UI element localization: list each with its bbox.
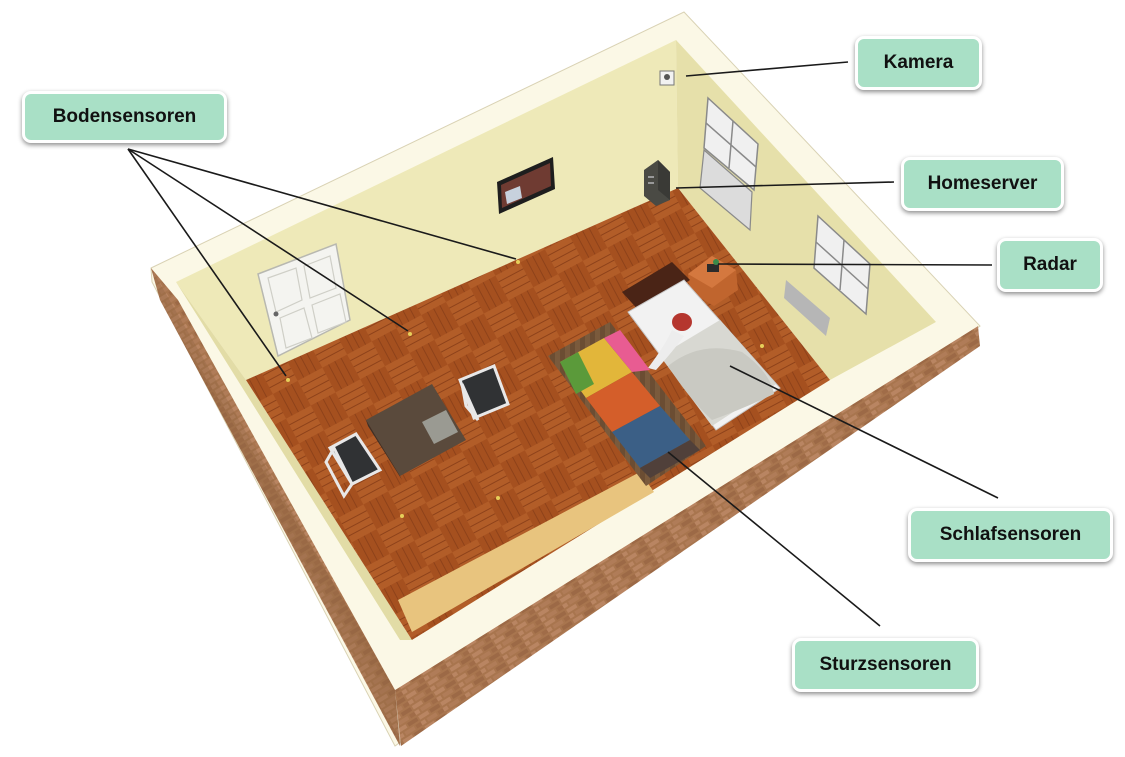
brick-wall-left-shade <box>151 268 401 746</box>
floor-edge-strip <box>398 472 654 632</box>
floor-sensor-dot <box>496 496 500 500</box>
leader-lines <box>127 61 999 627</box>
floor-sensor-dot <box>516 260 520 264</box>
leader-line-bodensensoren <box>127 148 409 332</box>
callout-radar: Radar <box>997 238 1103 292</box>
leader-line-homeserver <box>675 181 895 189</box>
wall-thickness-front <box>395 322 978 690</box>
callout-kamera: Kamera <box>855 36 982 90</box>
leader-line-radar <box>717 263 993 266</box>
leader-line-sturzsensoren <box>667 451 881 627</box>
radar-icon <box>707 259 719 272</box>
camera-icon <box>659 70 675 86</box>
callout-schlafsensoren: Schlafsensoren <box>908 508 1113 562</box>
floor-sensor-dot <box>408 332 412 336</box>
brick-wall-front-left <box>151 268 400 746</box>
leader-line-bodensensoren <box>127 148 517 260</box>
window-icon <box>699 96 759 232</box>
floor-sensor-dot <box>760 344 764 348</box>
door-icon <box>257 242 351 358</box>
brick-wall-front-right <box>395 326 980 746</box>
bed-icon <box>622 262 781 431</box>
callout-bodensensoren: Bodensensoren <box>22 91 227 143</box>
floor-sensor-dot <box>400 514 404 518</box>
chair-icon <box>458 364 510 421</box>
leader-line-schlafsensoren <box>729 365 999 499</box>
callout-sturzsensoren: Sturzsensoren <box>792 638 979 692</box>
inner-wall-right <box>676 40 936 380</box>
table-icon <box>366 384 466 480</box>
floor-sensor-dots <box>286 260 764 518</box>
floor-sensor-dot <box>286 378 290 382</box>
leader-line-kamera <box>685 61 849 77</box>
callout-homeserver: Homeserver <box>901 157 1064 211</box>
inner-wall-left <box>176 282 412 640</box>
chair-icon <box>324 432 383 499</box>
rug-icon <box>548 322 706 486</box>
leader-line-bodensensoren <box>127 148 287 377</box>
homeserver-icon <box>644 160 670 206</box>
tv-icon <box>497 157 555 214</box>
